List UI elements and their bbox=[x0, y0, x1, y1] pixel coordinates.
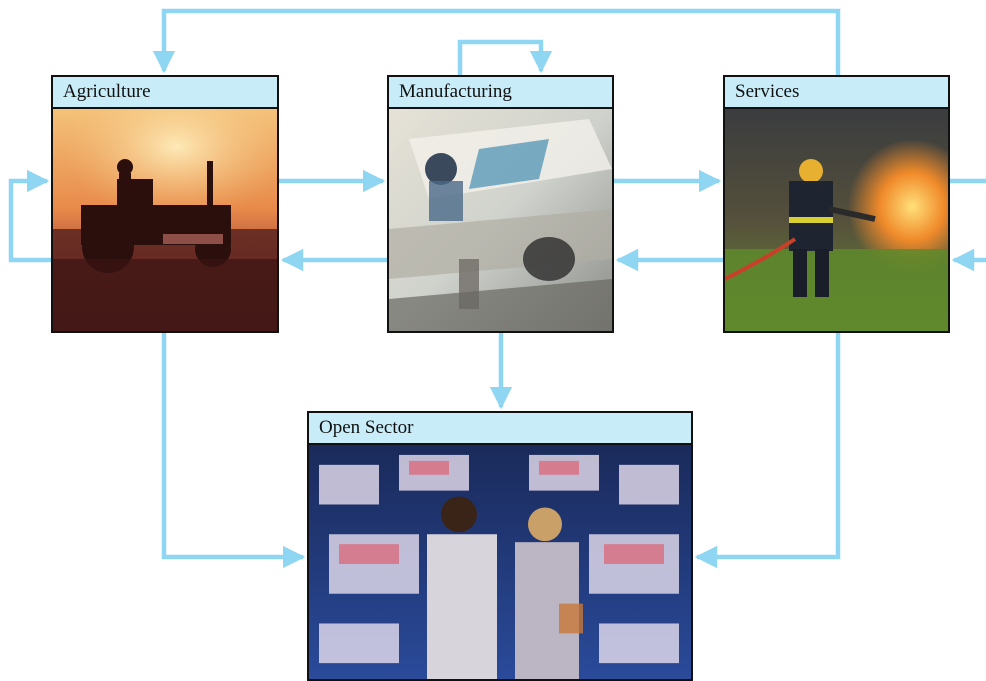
manufacturing-label: Manufacturing bbox=[389, 77, 612, 109]
services-node: Services bbox=[723, 75, 950, 333]
trading-floor-photo bbox=[309, 445, 691, 679]
arrow-manufacturing-self-loop bbox=[457, 39, 553, 75]
flow-arrows bbox=[8, 8, 986, 569]
agriculture-node: Agriculture bbox=[51, 75, 279, 333]
tractor-sunset-photo bbox=[53, 109, 277, 331]
arrow-agriculture-self-loop bbox=[8, 169, 51, 263]
services-label: Services bbox=[725, 77, 948, 109]
manufacturing-node: Manufacturing bbox=[387, 75, 614, 333]
economic-sectors-flow-diagram: Agriculture bbox=[8, 8, 986, 681]
agriculture-label: Agriculture bbox=[53, 77, 277, 109]
firefighter-photo bbox=[725, 109, 948, 331]
open-sector-node: Open Sector bbox=[307, 411, 693, 681]
open-sector-label: Open Sector bbox=[309, 413, 691, 445]
arrow-agriculture-to-open-sector bbox=[161, 333, 306, 569]
arrow-services-to-agriculture bbox=[152, 8, 841, 75]
arrow-services-to-open-sector bbox=[694, 333, 841, 569]
assembly-line-photo bbox=[389, 109, 612, 331]
